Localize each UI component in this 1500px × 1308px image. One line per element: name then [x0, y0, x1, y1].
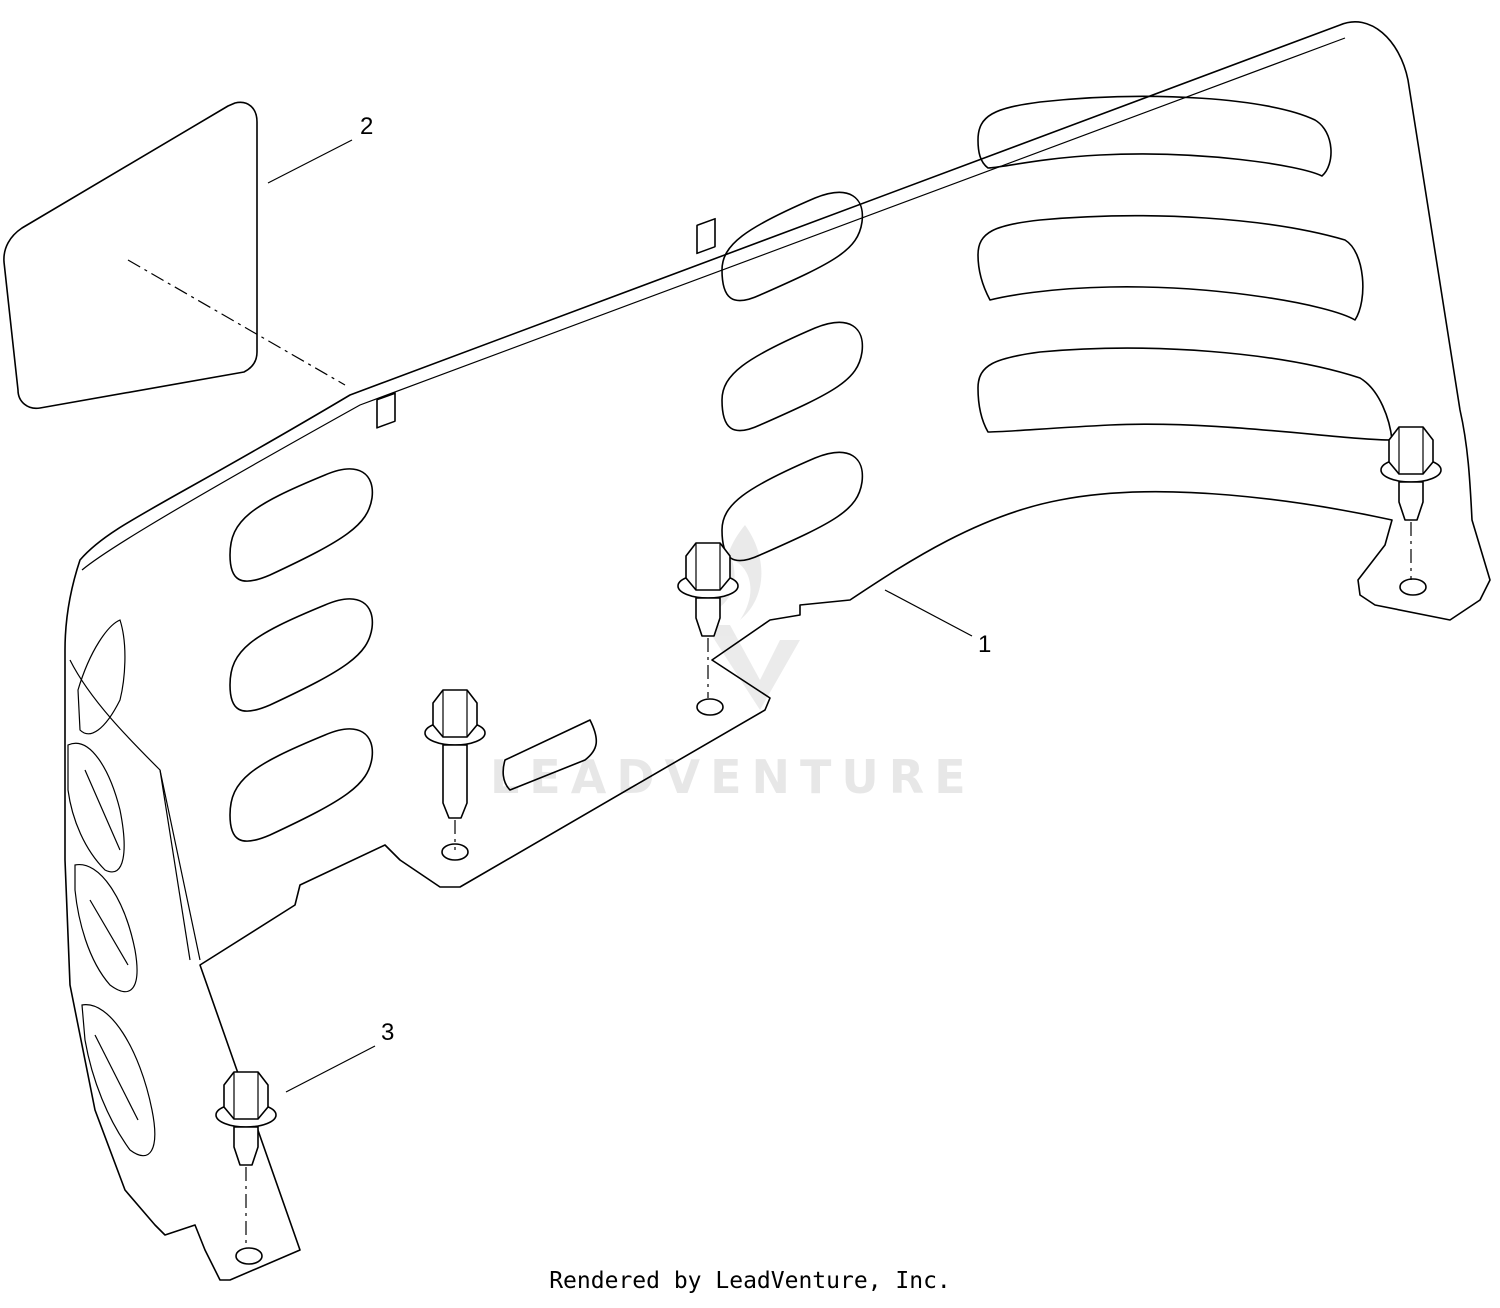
callout-2: 2: [360, 113, 373, 140]
middle-slots: [721, 191, 864, 562]
callouts: 2 1 3: [267, 113, 991, 1093]
square-hole: [376, 392, 396, 429]
mounting-hole: [696, 698, 724, 716]
bolt: [215, 1071, 277, 1247]
guard-part-1: [64, 21, 1491, 1281]
bolt: [424, 689, 486, 850]
watermark: LEADVENTURE: [490, 525, 976, 804]
bolt: [1380, 426, 1442, 580]
callout-leader-2: [267, 139, 353, 184]
callout-1: 1: [978, 631, 991, 658]
left-face-slots: [229, 468, 598, 842]
callout-3: 3: [381, 1019, 394, 1046]
callout-leader-1: [884, 589, 973, 637]
footer-credit: Rendered by LeadVenture, Inc.: [549, 1268, 951, 1294]
bolts-part-3: [215, 426, 1442, 1247]
watermark-text: LEADVENTURE: [490, 750, 976, 804]
bolt: [677, 542, 739, 698]
mounting-hole: [1399, 578, 1427, 596]
decal-part-2: [3, 101, 346, 410]
mounting-hole: [235, 1247, 263, 1265]
mounting-hole: [441, 843, 469, 861]
callout-leader-3: [285, 1045, 376, 1093]
square-hole: [696, 217, 716, 255]
right-face-slots: [977, 95, 1393, 441]
side-slots: [67, 619, 156, 1157]
